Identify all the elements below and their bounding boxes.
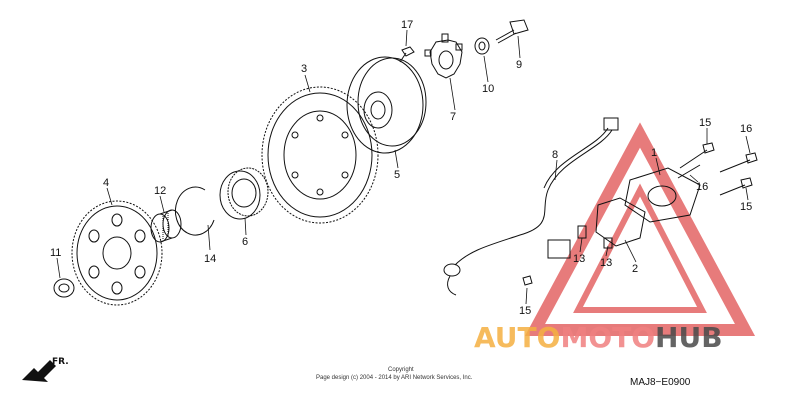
stator-bolts-part[interactable] xyxy=(522,142,758,286)
callout-2: 2 xyxy=(632,263,638,275)
callout-3: 3 xyxy=(301,63,307,75)
front-direction-label: FR. xyxy=(52,357,69,367)
callout-13-a: 13 xyxy=(573,253,585,265)
diagram-code: MAJ8−E0900 xyxy=(630,377,691,388)
callout-9: 9 xyxy=(516,59,522,71)
front-direction-arrow: FR. xyxy=(22,357,69,382)
callout-15-b: 15 xyxy=(699,117,711,129)
pulser-rotor-part[interactable] xyxy=(424,33,463,79)
driven-gear-part[interactable] xyxy=(71,200,163,306)
callout-11: 11 xyxy=(50,247,61,259)
washer-part[interactable] xyxy=(53,278,75,298)
wire-harness-part[interactable] xyxy=(443,117,619,296)
flat-washer-part[interactable] xyxy=(474,37,490,55)
flange-bolt-part[interactable] xyxy=(495,19,529,44)
watermark-logo: AUTOMOTOHUB xyxy=(474,321,723,354)
callout-7: 7 xyxy=(450,111,456,123)
copyright-line-1: Copyright xyxy=(388,367,414,373)
callout-10: 10 xyxy=(482,83,494,95)
callout-16-b: 16 xyxy=(696,181,708,193)
callout-17: 17 xyxy=(401,19,413,31)
one-way-clutch-part[interactable] xyxy=(219,167,269,220)
callout-15-a: 15 xyxy=(519,305,531,317)
callout-5: 5 xyxy=(394,169,400,181)
callout-8: 8 xyxy=(552,149,558,161)
callout-14: 14 xyxy=(204,253,216,265)
callout-6: 6 xyxy=(242,236,248,248)
callout-1: 1 xyxy=(651,147,657,159)
flywheel-part[interactable] xyxy=(346,56,427,154)
svg-text:AUTOMOTOHUB: AUTOMOTOHUB xyxy=(474,321,723,354)
snap-ring-part[interactable] xyxy=(174,186,215,236)
pulse-generator-part[interactable] xyxy=(547,197,646,259)
needle-bearing-part[interactable] xyxy=(150,209,182,243)
leader-lines xyxy=(56,29,751,305)
stator-part[interactable] xyxy=(624,167,701,223)
watermark-text-auto: AUTO xyxy=(474,321,560,354)
small-bolt-part[interactable] xyxy=(399,46,415,63)
watermark-triangle xyxy=(524,122,756,336)
callout-4: 4 xyxy=(103,177,109,189)
watermark-text-moto: MOTO xyxy=(560,321,655,354)
ring-gear-part[interactable] xyxy=(261,86,379,224)
callout-13-b: 13 xyxy=(600,257,612,269)
watermark-text-hub: HUB xyxy=(655,321,723,354)
callout-15-c: 15 xyxy=(740,201,752,213)
copyright-line-2: Page design (c) 2004 - 2014 by ARI Netwo… xyxy=(316,375,473,381)
callout-12: 12 xyxy=(154,185,166,197)
callout-16-a: 16 xyxy=(740,123,752,135)
